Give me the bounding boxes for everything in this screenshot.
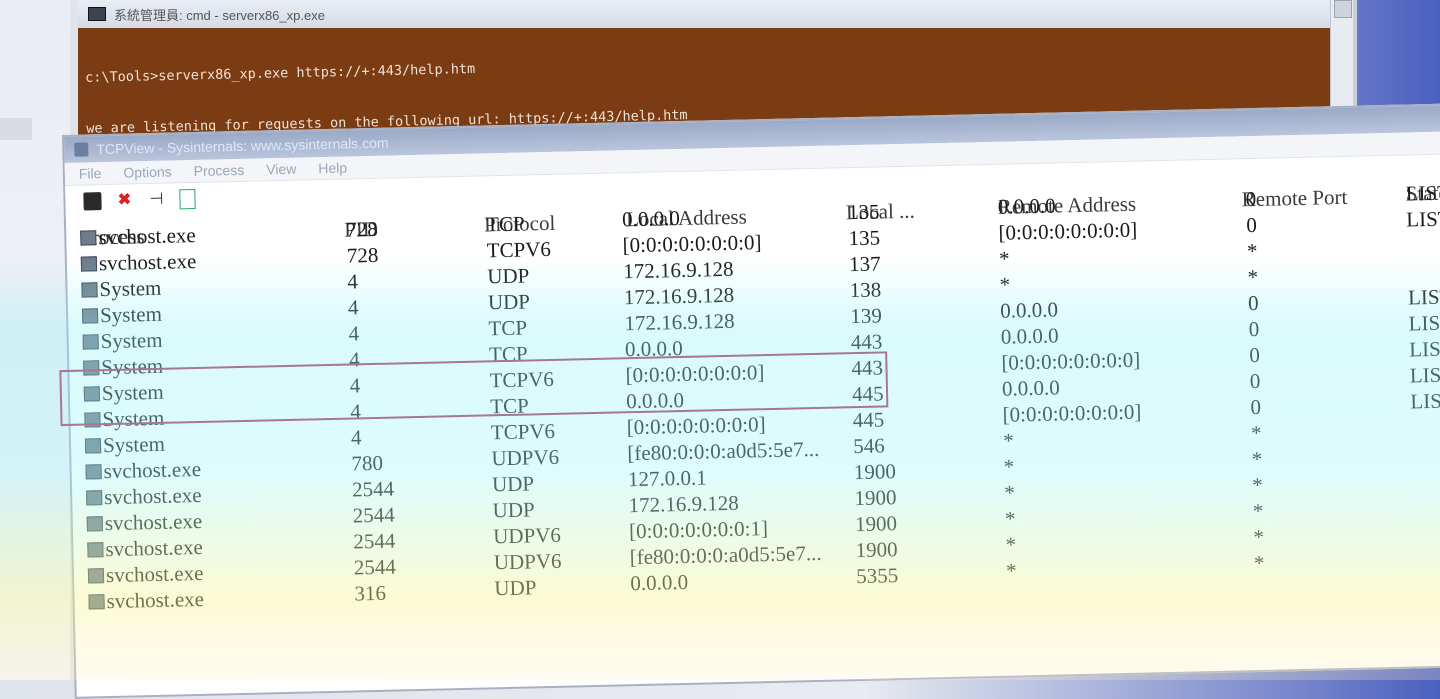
cell-local-address: 0.0.0.0 [630, 569, 689, 596]
cell-remote-address: * [1005, 532, 1017, 557]
cell-state: LIST [1405, 180, 1440, 206]
cell-local-port: 5355 [855, 563, 899, 589]
cell-remote-port: 0 [1245, 186, 1257, 212]
process-name: svchost.exe [106, 586, 205, 614]
cmd-titlebar[interactable]: 系統管理員: cmd - serverx86_xp.exe [78, 0, 1353, 28]
cell-local-port: 546 [852, 433, 886, 459]
cell-remote-address: [0:0:0:0:0:0:0:0] [1001, 347, 1141, 375]
cell-local-port: 1900 [853, 459, 897, 485]
cell-state: LIST [1408, 310, 1440, 336]
cell-remote-port: 0 [1250, 394, 1262, 420]
cell-state: LIST [1409, 362, 1440, 388]
document-icon[interactable] [179, 188, 196, 210]
cell-local-port: 1900 [854, 511, 898, 537]
cell-remote-address: [0:0:0:0:0:0:0:0] [1002, 399, 1142, 427]
cell-remote-address: * [998, 246, 1010, 271]
cell-process: svchost.exe [88, 587, 204, 615]
cell-remote-address: 0.0.0.0 [997, 193, 1056, 219]
process-icon [88, 594, 105, 610]
cell-state: LIST [1410, 388, 1440, 414]
tcpview-app-icon [74, 142, 89, 157]
cell-remote-port: * [1253, 524, 1265, 550]
menu-view[interactable]: View [266, 160, 297, 178]
menu-options[interactable]: Options [123, 163, 172, 181]
cell-remote-port: 0 [1249, 368, 1261, 394]
cell-remote-address: 0.0.0.0 [999, 297, 1059, 323]
tcpview-window[interactable]: TCPView - Sysinternals: www.sysinternals… [59, 103, 1440, 699]
cell-remote-address: 0.0.0.0 [1001, 375, 1061, 401]
cell-local-port: 445 [852, 407, 885, 433]
cell-remote-address: * [1002, 428, 1014, 453]
cell-local-address: 127.0.0.1 [627, 465, 707, 492]
cell-remote-address: * [999, 272, 1011, 297]
cell-remote-port: * [1251, 446, 1263, 472]
desktop-tab [0, 118, 32, 140]
cmd-line-command: c:\Tools>serverx86_xp.exe https://+:443/… [84, 61, 476, 86]
menu-help[interactable]: Help [318, 159, 348, 177]
cell-remote-port: 0 [1248, 316, 1260, 342]
menu-process[interactable]: Process [193, 161, 245, 180]
cell-remote-port: * [1246, 238, 1258, 264]
console-icon [88, 7, 106, 21]
cell-local-address: 0.0.0.0 [621, 206, 681, 232]
cell-local-port: 135 [847, 199, 880, 225]
tcpview-title: TCPView - Sysinternals: www.sysinternals… [96, 134, 389, 158]
cell-state: LIST [1408, 336, 1440, 362]
cell-state: LIST [1405, 206, 1440, 232]
cell-remote-address: * [1005, 558, 1017, 583]
close-connection-icon[interactable]: ✖ [117, 191, 132, 209]
cell-local-port: 135 [848, 225, 881, 251]
desktop-left-strip [0, 0, 70, 680]
cell-remote-port: * [1252, 498, 1264, 524]
save-icon[interactable] [83, 192, 102, 211]
cell-remote-address: * [1003, 454, 1015, 479]
cell-local-port: 1900 [855, 537, 898, 563]
cell-remote-port: 0 [1249, 342, 1261, 368]
menu-file[interactable]: File [78, 165, 102, 182]
cell-pid: 316 [354, 580, 387, 606]
cell-local-port: 139 [850, 303, 883, 329]
cell-remote-port: * [1250, 420, 1262, 446]
cell-local-port: 138 [849, 277, 882, 303]
cell-local-port: 1900 [854, 485, 897, 511]
cell-remote-port: * [1251, 472, 1264, 498]
cell-remote-port: * [1247, 264, 1259, 290]
cell-protocol: UDP [494, 575, 537, 601]
cell-remote-address: * [1004, 506, 1016, 531]
cell-remote-port: 0 [1247, 290, 1259, 316]
cell-remote-address: * [1004, 480, 1016, 505]
cell-remote-address: [0:0:0:0:0:0:0:0] [998, 217, 1138, 245]
cell-state: LIST [1407, 284, 1440, 310]
cmd-title: 系統管理員: cmd - serverx86_xp.exe [114, 7, 325, 23]
cell-local-port: 137 [848, 251, 881, 277]
cell-remote-port: * [1253, 550, 1265, 576]
resolve-arrow-icon[interactable]: ⊣ [149, 190, 164, 209]
scrollbar-thumb[interactable] [1334, 0, 1352, 18]
cell-remote-address: 0.0.0.0 [1000, 323, 1059, 349]
cell-remote-port: 0 [1246, 212, 1258, 238]
